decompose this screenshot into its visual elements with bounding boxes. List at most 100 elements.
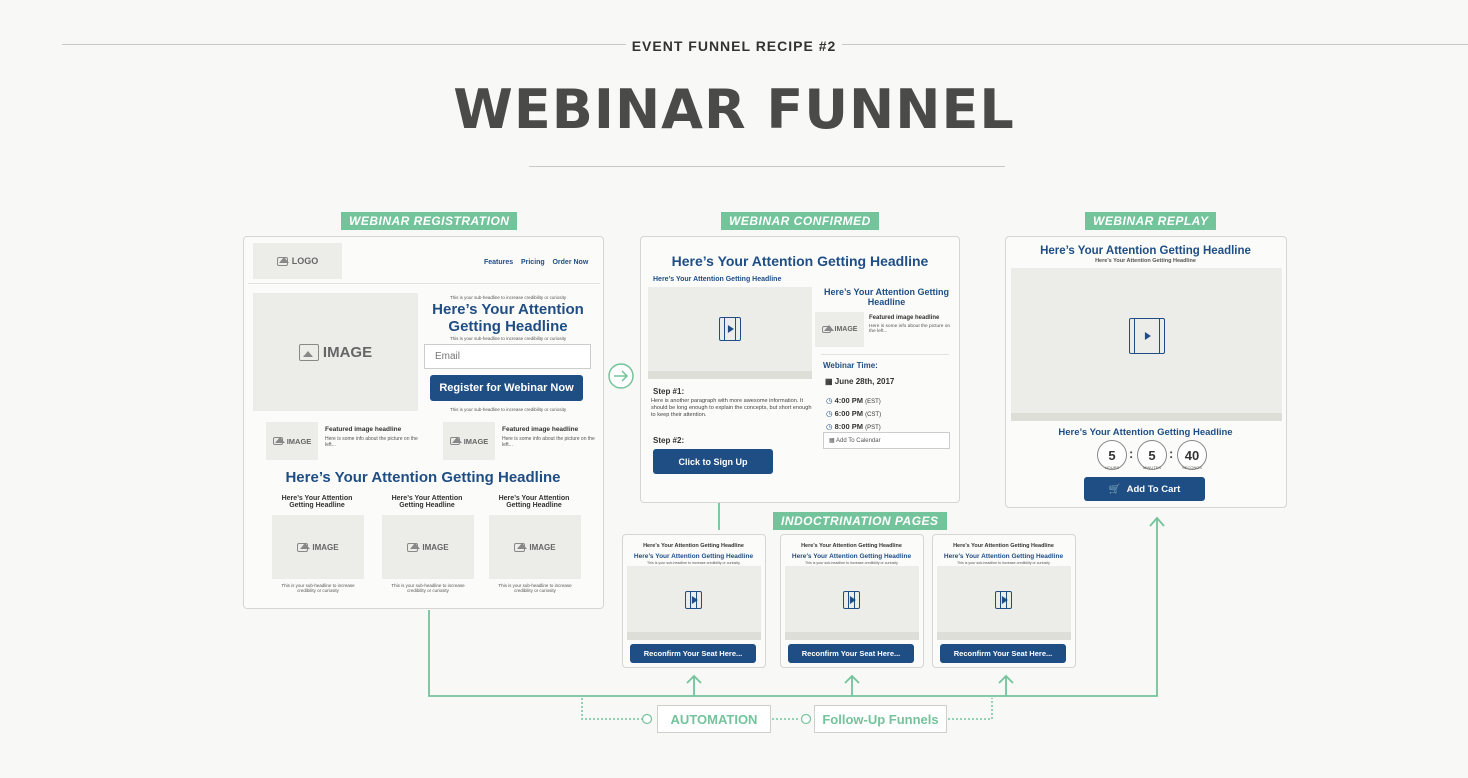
nav-pricing[interactable]: Pricing: [520, 259, 545, 266]
add-to-calendar-button[interactable]: ▦ Add To Calendar: [823, 432, 950, 449]
image-icon: [514, 542, 527, 552]
confirmed-video[interactable]: [648, 287, 812, 379]
indoc-video-1[interactable]: [627, 566, 761, 640]
calendar-icon: ▦: [829, 438, 835, 444]
indoc-sub-1: This is your sub-headline to increase cr…: [647, 561, 740, 565]
tag-webinar-replay: WEBINAR REPLAY: [1085, 212, 1217, 230]
hero-image: IMAGE: [253, 293, 418, 411]
nav-divider: [248, 283, 600, 284]
video-play-icon: [719, 317, 741, 341]
time-row-cst: ◷ 6:00 PM (CST): [826, 409, 882, 418]
feature-title-1: Featured image headline: [325, 426, 402, 433]
indoc-headline-2: Here’s Your Attention Getting Headline: [791, 553, 912, 560]
column-text-2: This is your sub-headline to increase cr…: [391, 583, 465, 593]
nav-features[interactable]: Features: [484, 259, 514, 266]
countdown-seconds-label: SECONDS: [1182, 465, 1202, 470]
recipe-kicker: EVENT FUNNEL RECIPE #2: [0, 38, 1468, 54]
reconfirm-button-2[interactable]: Reconfirm Your Seat Here...: [788, 644, 914, 663]
section-headline: Here’s Your Attention Getting Headline: [285, 469, 561, 486]
calendar-icon: ▦: [825, 377, 833, 386]
countdown-seconds: 40: [1177, 440, 1207, 470]
image-icon: [272, 437, 285, 445]
clock-icon: ◷: [826, 422, 833, 431]
side-feature-title: Featured image headline: [869, 315, 940, 321]
confirmed-page: Here’s Your Attention Getting Headline H…: [640, 236, 960, 503]
feature-image-2: IMAGE: [443, 422, 495, 460]
image-icon: [298, 343, 319, 361]
sign-up-button[interactable]: Click to Sign Up: [653, 449, 773, 474]
indoctrination-page-3: Here’s Your Attention Getting Headline H…: [932, 534, 1076, 668]
feature-title-2: Featured image headline: [502, 426, 579, 433]
indoc-sub-3: This is your sub-headline to increase cr…: [957, 561, 1050, 565]
hero-subheadline: This is your sub-headline to increase cr…: [449, 336, 567, 341]
webinar-time-label: Webinar Time:: [823, 361, 878, 370]
nav-menu: Features Pricing Order Now: [484, 259, 588, 266]
tag-webinar-confirmed: WEBINAR CONFIRMED: [721, 212, 879, 230]
registration-page: LOGO Features Pricing Order Now IMAGE Th…: [243, 236, 604, 609]
tag-webinar-registration: WEBINAR REGISTRATION: [341, 212, 518, 230]
replay-video[interactable]: [1011, 268, 1282, 421]
page-title: WEBINAR FUNNEL: [453, 78, 1015, 141]
column-text-1: This is your sub-headline to increase cr…: [281, 583, 355, 593]
image-icon: [407, 542, 420, 552]
title-rule: [529, 166, 1005, 167]
tag-indoctrination-pages: INDOCTRINATION PAGES: [773, 512, 947, 530]
image-icon: [821, 325, 834, 333]
indoc-headline-3: Here’s Your Attention Getting Headline: [943, 553, 1064, 560]
video-title: Here’s Your Attention Getting Headline: [653, 276, 782, 283]
webinar-date: ▦ June 28th, 2017: [825, 377, 895, 386]
step1-text: Here is another paragraph with more awes…: [651, 398, 812, 418]
indoc-top-2: Here’s Your Attention Getting Headline: [801, 543, 902, 549]
side-headline: Here’s Your Attention Getting Headline: [823, 287, 949, 307]
logo-placeholder: LOGO: [253, 243, 342, 279]
column-image-3: IMAGE: [489, 515, 581, 579]
email-field[interactable]: [424, 344, 591, 369]
reconfirm-button-1[interactable]: Reconfirm Your Seat Here...: [630, 644, 756, 663]
pre-subheadline: This is your sub-headline to increase cr…: [449, 295, 567, 300]
image-icon: [449, 437, 462, 445]
cart-icon: 🛒: [1108, 483, 1121, 495]
webinar-times: ◷ 4:00 PM (EST) ◷ 6:00 PM (CST) ◷ 8:00 P…: [826, 395, 881, 434]
step1-label: Step #1:: [653, 387, 685, 396]
indoc-top-1: Here’s Your Attention Getting Headline: [643, 543, 744, 549]
indoc-headline-1: Here’s Your Attention Getting Headline: [633, 553, 754, 560]
time-row-pst: ◷ 8:00 PM (PST): [826, 422, 881, 431]
step2-label: Step #2:: [653, 436, 685, 445]
clock-icon: ◷: [826, 396, 833, 405]
button-subheadline: This is your sub-headline to increase cr…: [449, 407, 567, 412]
register-button[interactable]: Register for Webinar Now: [430, 375, 583, 401]
countdown-minutes-label: MINUTES: [1143, 465, 1161, 470]
replay-headline: Here’s Your Attention Getting Headline: [1040, 245, 1251, 257]
replay-countdown-headline: Here’s Your Attention Getting Headline: [1058, 427, 1233, 438]
indoctrination-page-2: Here’s Your Attention Getting Headline H…: [780, 534, 924, 668]
column-title-1: Here’s Your Attention Getting Headline: [281, 495, 353, 509]
confirmed-headline: Here’s Your Attention Getting Headline: [671, 253, 929, 269]
follow-up-funnels-box: Follow-Up Funnels: [814, 705, 947, 733]
feature-image-1: IMAGE: [266, 422, 318, 460]
replay-page: Here’s Your Attention Getting Headline H…: [1005, 236, 1287, 508]
column-title-2: Here’s Your Attention Getting Headline: [391, 495, 463, 509]
video-play-icon: [995, 591, 1012, 609]
indoc-top-3: Here’s Your Attention Getting Headline: [953, 543, 1054, 549]
image-icon: [297, 542, 310, 552]
indoc-video-2[interactable]: [785, 566, 919, 640]
main-flow-line: [428, 518, 1158, 697]
image-icon: [276, 256, 290, 266]
column-title-3: Here’s Your Attention Getting Headline: [498, 495, 570, 509]
indoc-video-3[interactable]: [937, 566, 1071, 640]
feature-text-2: Here is some info about the picture on t…: [502, 436, 595, 448]
indoctrination-page-1: Here’s Your Attention Getting Headline H…: [622, 534, 766, 668]
side-feature-text: Here is some info about the picture on t…: [869, 324, 951, 334]
nav-order-now[interactable]: Order Now: [552, 259, 589, 266]
countdown-minutes: 5: [1137, 440, 1167, 470]
add-to-cart-button[interactable]: 🛒Add To Cart: [1084, 477, 1205, 501]
video-play-icon: [1129, 318, 1165, 354]
indoc-sub-2: This is your sub-headline to increase cr…: [805, 561, 898, 565]
column-text-3: This is your sub-headline to increase cr…: [498, 583, 572, 593]
countdown-hours-label: HOURS: [1104, 465, 1120, 470]
video-play-icon: [843, 591, 860, 609]
side-feature-image: IMAGE: [815, 312, 864, 347]
time-row-est: ◷ 4:00 PM (EST): [826, 396, 881, 405]
reconfirm-button-3[interactable]: Reconfirm Your Seat Here...: [940, 644, 1066, 663]
